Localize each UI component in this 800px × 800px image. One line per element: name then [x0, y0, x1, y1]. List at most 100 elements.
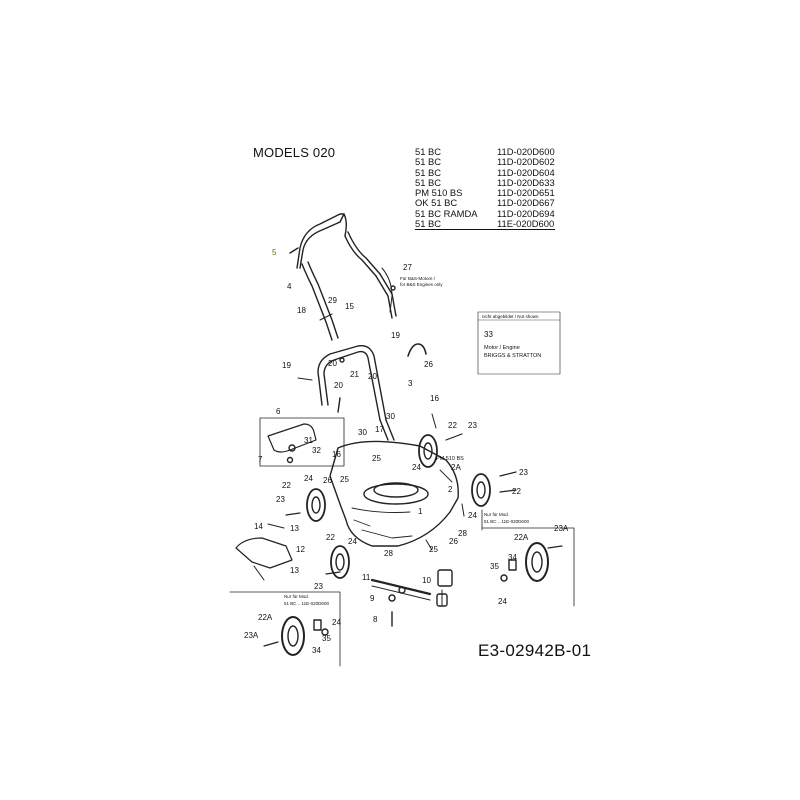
bs-engines-note-line2: for B&S Engines only [400, 282, 443, 287]
axle-bolt-icon [445, 433, 463, 441]
part-label-29: 29 [328, 296, 337, 305]
model-code: 11D-020D651 [497, 187, 555, 199]
part-label-3: 3 [408, 379, 413, 388]
model-code: 11E-020D600 [497, 218, 555, 231]
engine-brand: BRIGGS & STRATTON [484, 353, 541, 359]
lower-handle-drawing [317, 345, 395, 441]
part-label-23A-right: 23A [554, 524, 569, 533]
washer-icon [321, 628, 329, 636]
right-inset-frame [481, 509, 575, 607]
part-label-8: 8 [373, 615, 378, 624]
part-label-23b: 23 [519, 468, 528, 477]
part-label-15: 15 [345, 302, 354, 311]
model-name: 51 BC [415, 219, 497, 231]
model-code: 11D-020D602 [497, 156, 555, 168]
part-label-26b: 26 [323, 476, 332, 485]
part-label-24a: 24 [412, 463, 421, 472]
part-label-20a: 20 [328, 359, 337, 368]
part-label-10: 10 [422, 576, 431, 585]
wheel-front-left-icon [306, 488, 326, 522]
wheel-inset-right-icon [525, 542, 549, 582]
engine-label: Motor / Engine [484, 345, 520, 351]
not-shown-note: nicht abgebildet / Not shown [482, 314, 539, 319]
axle-bolt-icon [499, 489, 517, 493]
blade-adapter-icon [398, 586, 406, 594]
part-label-22d: 22 [326, 533, 335, 542]
only-for-model-right-line2: 51 BC .. 11E-020D600 [484, 519, 529, 524]
left-inset-frame [229, 591, 341, 667]
models-title: MODELS 020 [253, 145, 336, 160]
part-label-34-left: 34 [312, 646, 321, 655]
bolt-icon [425, 539, 433, 551]
part-label-24c: 24 [468, 511, 477, 520]
part-label-34-right: 34 [508, 553, 517, 562]
bolt-icon [267, 523, 285, 529]
part-label-7: 7 [258, 455, 263, 464]
part-label-11: 11 [362, 573, 371, 582]
model-code: 11D-020D600 [497, 146, 555, 157]
part-label-9: 9 [370, 594, 375, 603]
part-label-2: 2 [448, 485, 453, 494]
part-label-24-left: 24 [332, 618, 341, 627]
wheel-front-right-icon [418, 434, 438, 468]
part-label-16b: 16 [332, 450, 341, 459]
part-label-2A: 2A [451, 463, 461, 472]
model-row: 51 BC 11D-020D602 [415, 156, 555, 168]
handle-clamp-inset-frame [259, 417, 345, 467]
part-label-22a: 22 [448, 421, 457, 430]
part-label-18: 18 [297, 306, 306, 315]
wheel-rear-left-icon [330, 545, 350, 579]
part-label-28b: 28 [384, 549, 393, 558]
wheel-rear-right-icon [471, 473, 491, 507]
bolt-icon [461, 503, 465, 517]
model-name: 51 BC RAMDA [415, 207, 478, 219]
part-label-22c: 22 [282, 481, 291, 490]
part-label-22A-right: 22A [514, 533, 529, 542]
model-code: 11D-020D604 [497, 166, 555, 178]
part-label-20c: 20 [368, 372, 377, 381]
washer-icon [388, 594, 396, 602]
part-label-13a: 13 [290, 524, 299, 533]
handle-bolt-icon [319, 313, 333, 321]
only-for-model-left-line2: 51 BC .. 11E-020D600 [284, 601, 329, 606]
part-label-35-left: 35 [322, 634, 331, 643]
part-label-22b: 22 [512, 487, 521, 496]
model-name: PM 510 BS [415, 187, 463, 199]
bolt-icon [431, 413, 437, 429]
part-label-19b: 19 [282, 361, 291, 370]
rear-flap-icon [235, 537, 293, 569]
control-cable-drawing [381, 267, 393, 313]
axle-bolt-icon [263, 641, 279, 647]
part-label-1: 1 [418, 507, 423, 516]
washer-icon [500, 574, 508, 582]
part-label-22A-left: 22A [258, 613, 273, 622]
axle-bolt-icon [285, 512, 301, 516]
part-label-26a: 26 [424, 360, 433, 369]
model-row: PM 510 BS 11D-020D651 [415, 187, 555, 199]
handle-bolt-icon [297, 377, 313, 381]
engine-note-frame [477, 311, 561, 375]
model-name: 51 BC [415, 166, 442, 178]
model-code: 11D-020D633 [497, 176, 555, 188]
part-label-16a: 16 [430, 394, 439, 403]
part-label-24d: 24 [348, 537, 357, 546]
knob-icon [288, 444, 296, 452]
part-label-24b: 24 [304, 474, 313, 483]
engine-part-number: 33 [484, 330, 493, 339]
bs-engines-note-line1: Für B&S-Motore / [400, 276, 436, 281]
part-label-13b: 13 [290, 566, 299, 575]
model-name: 51 BC [415, 176, 442, 188]
only-for-model-left-line1: Nur für Mod. [284, 594, 309, 599]
part-label-25c: 25 [429, 545, 438, 554]
part-label-27: 27 [403, 263, 412, 272]
washer-icon [286, 456, 294, 464]
part-label-20b: 20 [334, 381, 343, 390]
part-label-14: 14 [254, 522, 263, 531]
model-name: 51 BC [415, 156, 442, 168]
